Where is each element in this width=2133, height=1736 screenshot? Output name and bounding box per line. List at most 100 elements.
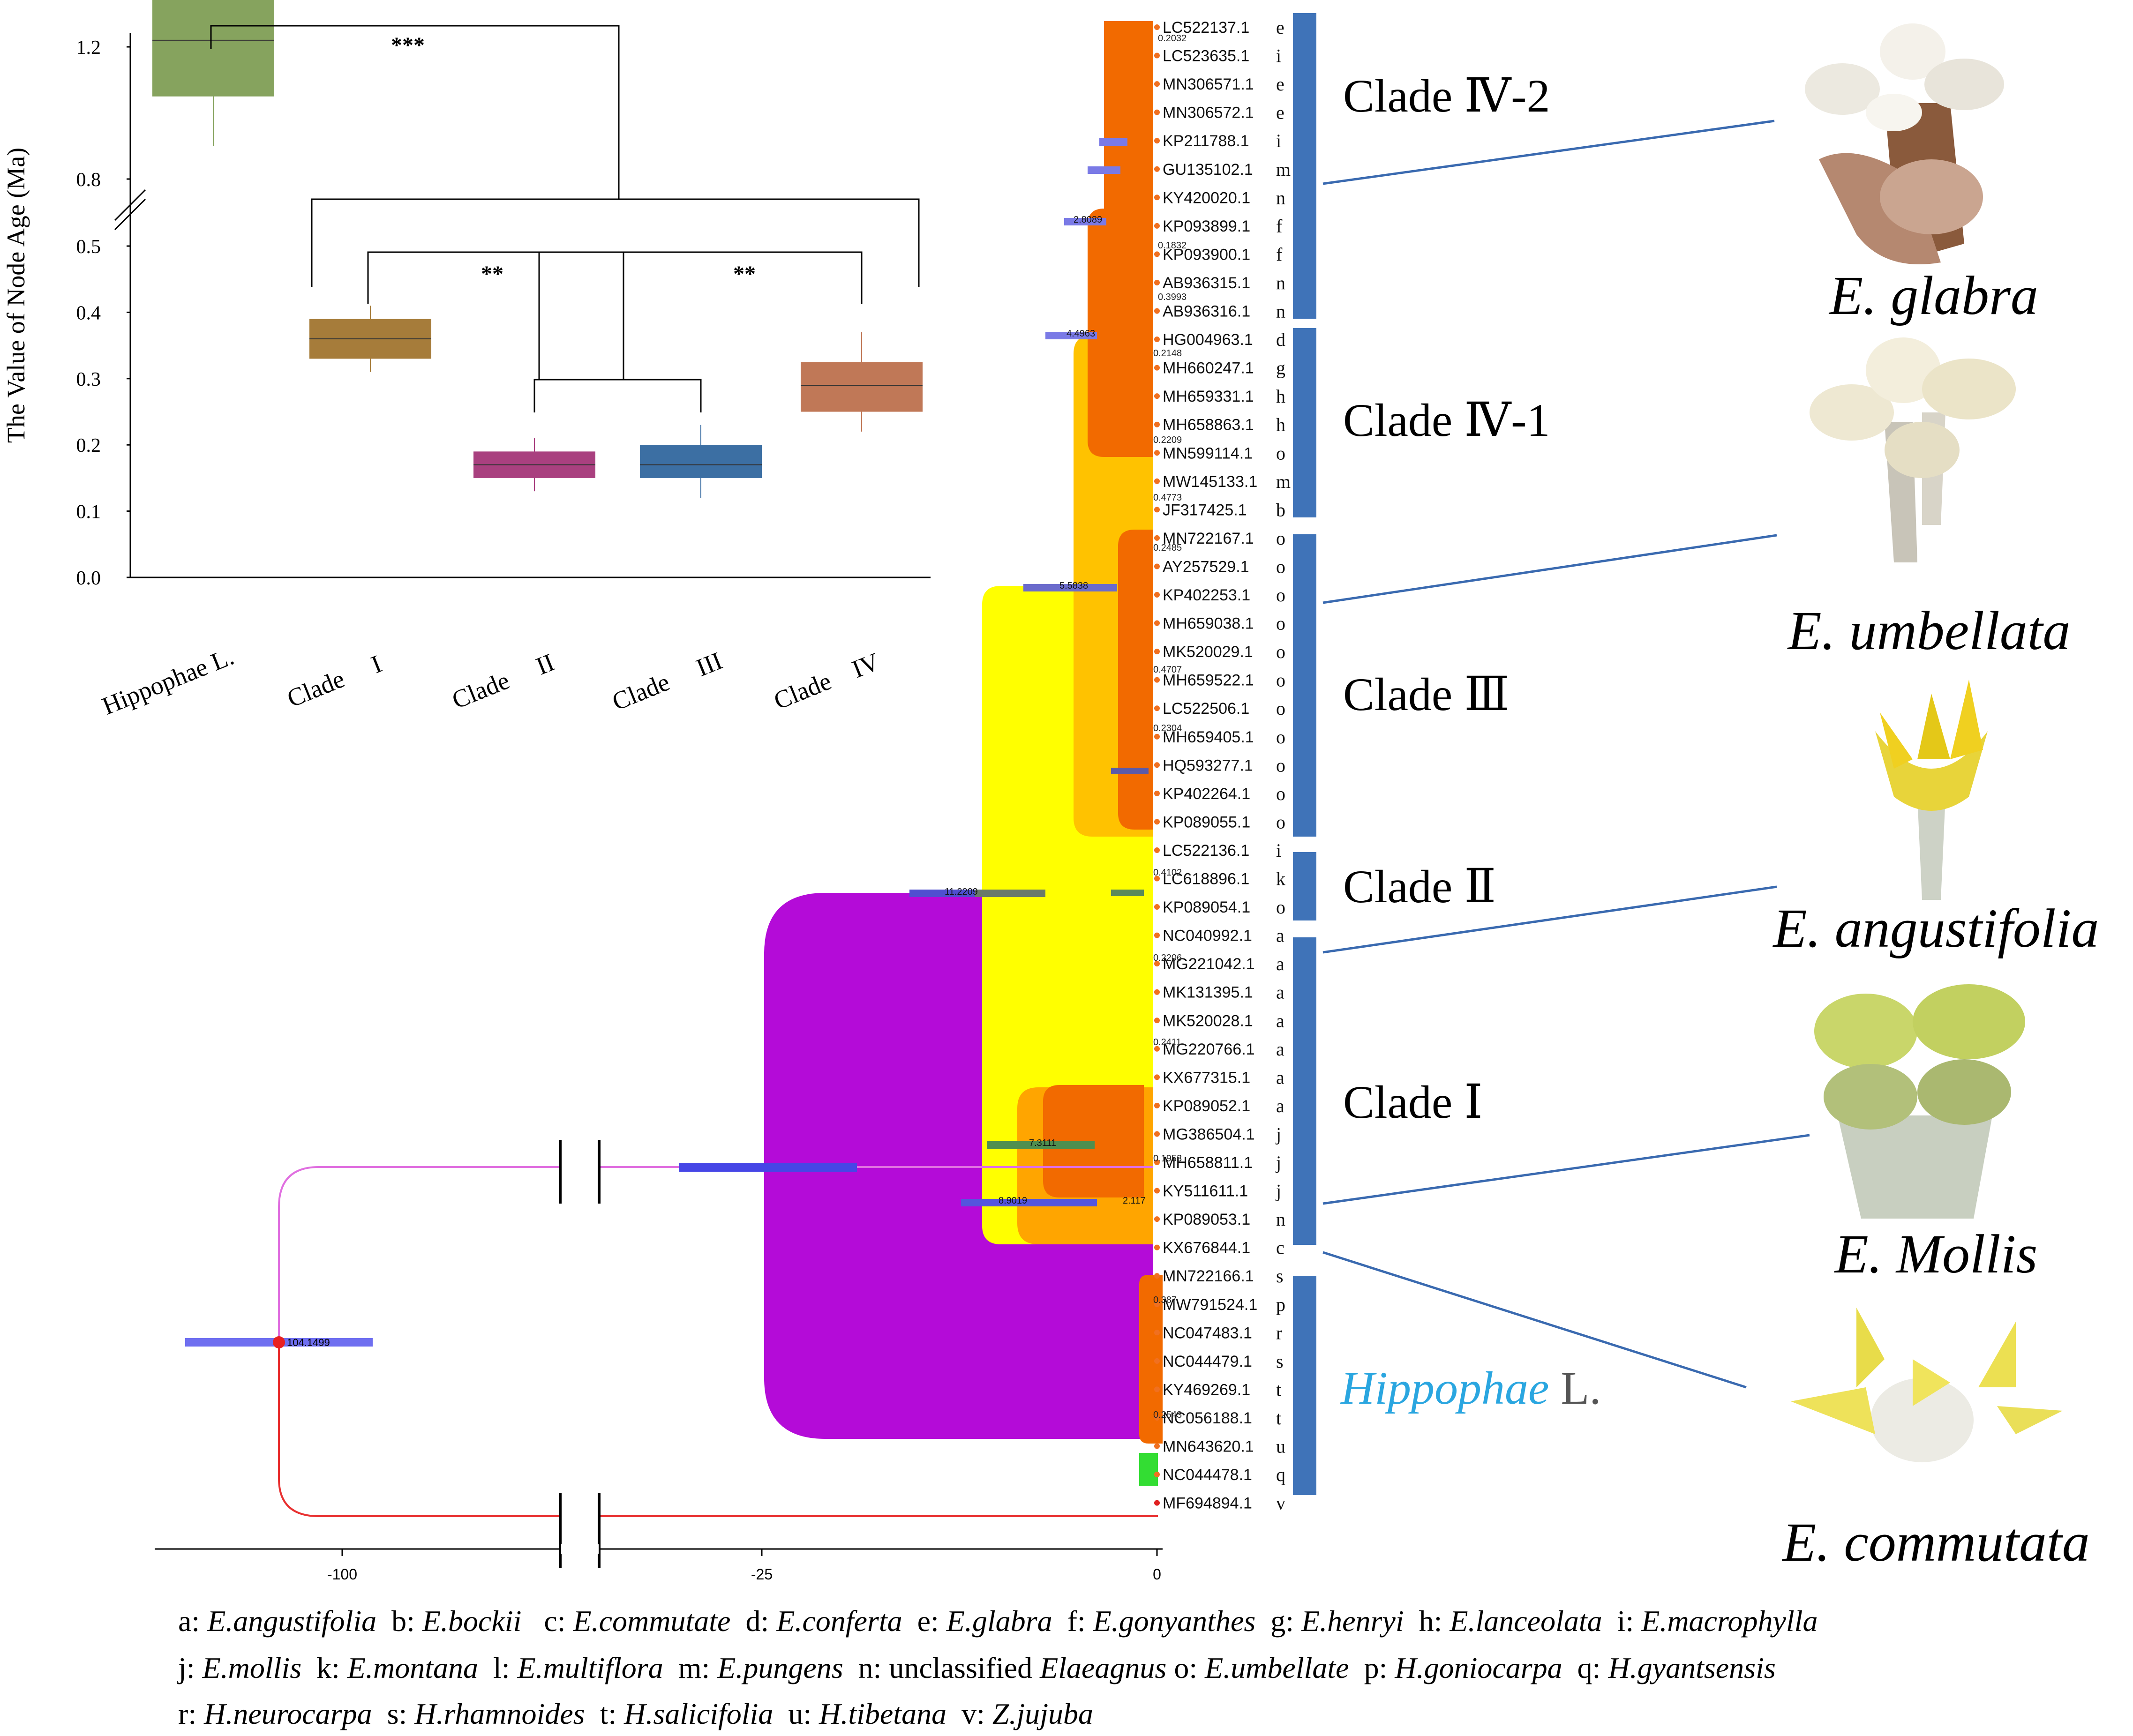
leaf-species-code: a [1276,1095,1284,1116]
leaf-accession: LC522137.1 [1163,19,1249,37]
leaf-tip [1154,1443,1160,1449]
species-name-glabra: E. glabra [1828,265,2038,326]
node-age-label: 0.4773 [1153,493,1182,503]
leaf-accession: KP093900.1 [1163,246,1250,263]
leaf-tip [1154,109,1160,115]
leaf-accession: KY469269.1 [1163,1381,1250,1399]
flower-mollis-icon [1814,984,2025,1219]
legend-line-2: j: E.mollis k: E.montana l: E.multiflora… [177,1651,1776,1684]
leaf-species-code: a [1276,925,1284,946]
legend-species: Elaeagnus [1039,1651,1166,1684]
leaf-species-code: n [1276,301,1285,322]
leaf-species-code: n [1276,1209,1285,1230]
leaf-species-code: i [1276,130,1281,151]
leaf-accession: KP402253.1 [1163,586,1250,604]
leaf-tip [1154,337,1160,343]
clade-bg-orange-top [1088,21,1153,457]
node-age-label: 0.387 [1153,1295,1177,1305]
boxplot-iqr [640,445,762,478]
node-age-label: 0.2209 [1153,435,1182,445]
flower-umbellata-icon [1810,337,2016,562]
leaf-accession: KP402264.1 [1163,785,1250,803]
leaf-accession: NC047483.1 [1163,1324,1252,1342]
leaf-species-code: o [1276,641,1285,662]
branch-break-top [561,1139,599,1200]
boxplot-box [309,306,431,372]
legend-code: i: [1602,1604,1642,1638]
legend-code: n: unclassified [843,1651,1040,1684]
node-age-label: 0.3993 [1158,292,1187,302]
leaf-species-code: j [1275,1152,1281,1173]
leaf-species-code: e [1276,102,1284,123]
boxplot-y-tick-label: 0.3 [76,369,101,390]
clade-label-iv1: Clade Ⅳ-1 [1343,394,1550,446]
leaf-accession: MH659038.1 [1163,615,1254,633]
legend-code: l: [478,1651,518,1684]
leaf-tip [1154,365,1160,371]
legend-species: E.umbellate [1204,1651,1349,1684]
leaf-tip [1154,819,1160,825]
legend-species: E.angustifolia [207,1604,376,1638]
leaf-accession: MN643620.1 [1163,1438,1254,1456]
leaf-tip [1154,52,1160,59]
legend-code: e: [902,1604,946,1638]
leaf-accession: MN599114.1 [1163,444,1253,462]
leaf-accession: MW145133.1 [1163,473,1257,491]
leaf-species-code: b [1276,499,1285,520]
legend-code: a: [178,1604,207,1638]
legend-code: m: [663,1651,718,1684]
node-age-label: 0.2206 [1153,953,1182,963]
leaf-species-code: o [1276,726,1285,748]
leaf-species-code: o [1276,584,1285,606]
leaf-species-code: o [1276,442,1285,464]
legend-code: r: [178,1697,204,1730]
leaf-tip [1154,138,1160,144]
leaf-accession: AB936316.1 [1163,303,1250,321]
leaf-row: MK520029.1 o [1154,641,1285,662]
legend-species: E.montana [347,1651,478,1684]
leaf-tip [1154,762,1160,768]
boxplot-box [801,332,923,432]
node-age-label: 0.2032 [1158,33,1187,44]
leaf-species-code: i [1276,45,1281,67]
clade-label-hippophae: Hippophae L. [1340,1362,1601,1414]
leaf-species-code: k [1276,868,1285,890]
legend-species: H.neurocarpa [203,1697,372,1730]
leaf-accession: MH659522.1 [1163,672,1254,689]
leaf-accession: KP089054.1 [1163,898,1250,916]
leaf-species-code: a [1276,1010,1284,1031]
hpd-bar-label: 11.2209 [945,887,978,897]
leaf-species-code: f [1276,216,1283,237]
leaf-accession: GU135102.1 [1163,161,1253,179]
leaf-species-code: o [1276,556,1285,577]
leaf-tip [1154,1273,1160,1279]
leaf-tip [1154,421,1160,427]
leaf-species-code: d [1276,329,1285,350]
leaf-tip [1154,279,1160,285]
leaf-species-code: o [1276,698,1285,719]
time-axis-tick-label: -100 [327,1566,357,1583]
legend-species: E.conferta [776,1604,902,1638]
leaf-accession: MK520029.1 [1163,643,1253,661]
leaf-tip [1154,1046,1160,1052]
leaf-accession: MH659331.1 [1163,388,1254,405]
node-age-label: 0.2148 [1153,348,1182,359]
leaf-tip [1154,1102,1160,1108]
